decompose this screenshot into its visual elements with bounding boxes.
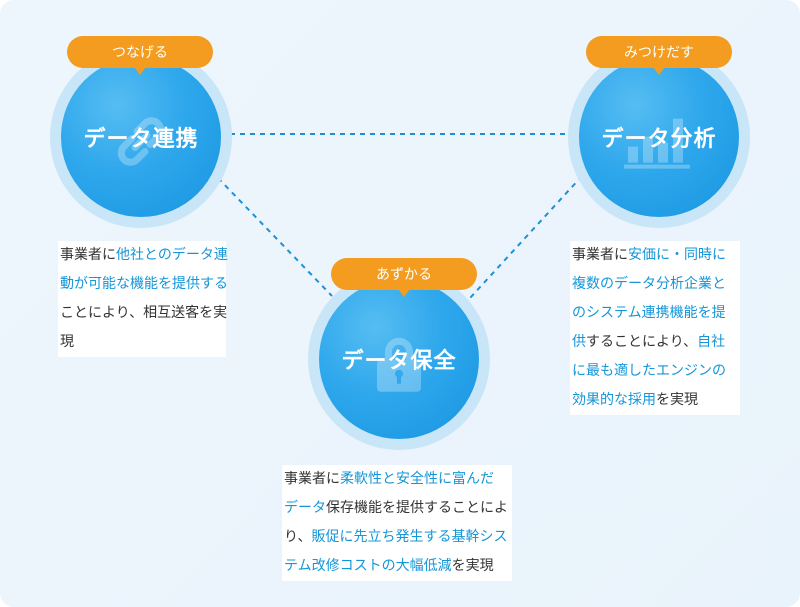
highlighted-text: 柔軟性と安全性に富んだ <box>340 471 494 487</box>
node-data-storage-title: データ保全 <box>341 349 457 374</box>
node-data-link-title: データ連携 <box>83 127 199 152</box>
description-line: 複数のデータ分析企業と <box>572 270 738 299</box>
tag-keep: あずかる <box>331 258 477 297</box>
body-text: 事業者に <box>284 471 340 487</box>
description-line: のシステム連携機能を提 <box>572 299 738 328</box>
description-line: に最も適したエンジンの <box>572 357 738 386</box>
body-text: 保存機能を提供することによ <box>326 500 508 516</box>
connector-analysis-storage <box>469 175 583 299</box>
highlighted-text: のシステム連携機能を提 <box>572 305 726 321</box>
body-text: することにより、 <box>586 334 698 350</box>
description-line: ことにより、相互送客を実 <box>60 299 228 328</box>
highlighted-text: 安価に・同時に <box>628 247 726 263</box>
body-text: 事業者に <box>572 247 628 263</box>
highlighted-text: 動が可能な機能を提供する <box>60 276 228 292</box>
body-text: 現 <box>60 334 74 350</box>
description-data-analysis: 事業者に安価に・同時に複数のデータ分析企業とのシステム連携機能を提供することによ… <box>570 241 740 415</box>
body-text: を実現 <box>656 392 698 408</box>
body-text: 事業者に <box>60 247 116 263</box>
highlighted-text: 自社 <box>697 334 726 350</box>
chain-link-icon <box>117 117 165 166</box>
description-data-link: 事業者に他社とのデータ連動が可能な機能を提供することにより、相互送客を実現 <box>58 241 228 357</box>
description-line: 現 <box>60 328 224 357</box>
connector-link-storage <box>217 177 333 297</box>
description-line: テム改修コストの大幅低減を実現 <box>284 552 510 581</box>
highlighted-text: テム改修コストの大幅低減 <box>284 558 452 574</box>
description-line: 動が可能な機能を提供する <box>60 270 228 299</box>
tag-discover: みつけだす <box>586 36 732 75</box>
node-data-analysis: データ分析 <box>568 46 750 228</box>
description-line: 事業者に他社とのデータ連 <box>60 241 228 270</box>
highlighted-text: データ <box>284 500 326 516</box>
node-data-analysis-title: データ分析 <box>601 127 717 152</box>
description-line: 効果的な採用を実現 <box>572 386 738 415</box>
description-line: 事業者に安価に・同時に <box>572 241 738 270</box>
body-text: を実現 <box>451 558 494 574</box>
node-data-storage: データ保全 <box>308 268 490 450</box>
node-data-link-circle: データ連携 <box>61 57 221 217</box>
description-data-storage: 事業者に柔軟性と安全性に富んだデータ保存機能を提供することにより、販促に先立ち発… <box>282 465 512 581</box>
node-data-analysis-circle: データ分析 <box>579 57 739 217</box>
description-line: データ保存機能を提供することによ <box>284 494 510 523</box>
highlighted-text: 複数のデータ分析企業と <box>572 276 726 292</box>
tag-connect: つなげる <box>67 36 213 75</box>
node-data-storage-circle: データ保全 <box>319 279 479 439</box>
highlighted-text: 販促に先立ち発生する基幹シス <box>311 529 508 545</box>
highlighted-text: 供 <box>572 334 586 350</box>
padlock-icon <box>377 337 421 392</box>
highlighted-text: 効果的な採用 <box>572 392 656 408</box>
body-text: り、 <box>284 529 312 545</box>
bar-chart-icon <box>624 118 690 169</box>
description-line: 供することにより、自社 <box>572 328 738 357</box>
highlighted-text: に最も適したエンジンの <box>572 363 726 379</box>
body-text: ことにより、相互送客を実 <box>60 305 228 321</box>
description-line: 事業者に柔軟性と安全性に富んだ <box>284 465 510 494</box>
highlighted-text: 他社とのデータ連 <box>116 247 228 263</box>
description-line: り、販促に先立ち発生する基幹シス <box>284 523 510 552</box>
node-data-link: データ連携 <box>50 46 232 228</box>
